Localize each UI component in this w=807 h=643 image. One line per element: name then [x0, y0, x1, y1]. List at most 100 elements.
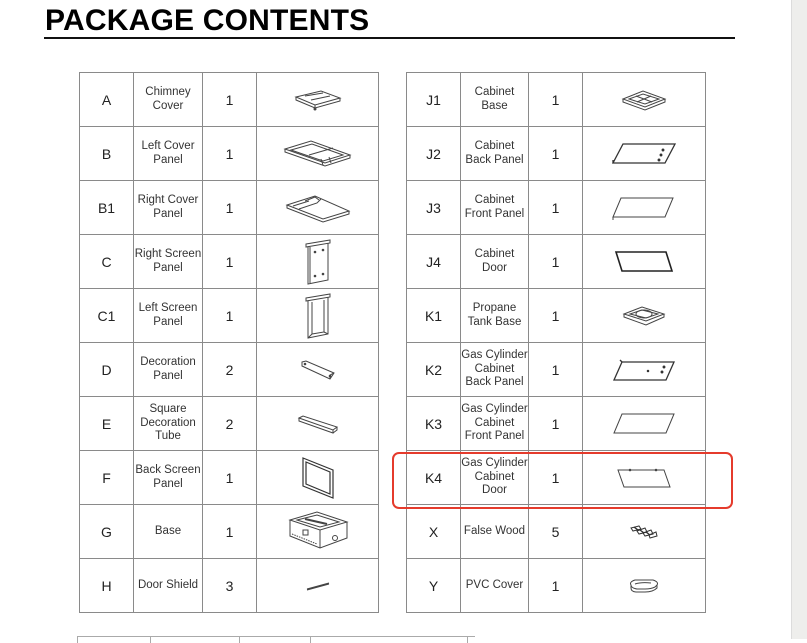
- table-row: B Left Cover Panel 1: [79, 126, 379, 181]
- table-row: K3 Gas Cylinder Cabinet Front Panel 1: [406, 396, 706, 451]
- part-quantity: 2: [202, 342, 257, 397]
- part-quantity: 1: [528, 450, 583, 505]
- table-row: D Decoration Panel 2: [79, 342, 379, 397]
- table-row: J3 Cabinet Front Panel 1: [406, 180, 706, 235]
- base-drawing-icon: [287, 510, 349, 549]
- part-name: Right Screen Panel: [133, 234, 203, 289]
- table-row: B1 Right Cover Panel 1: [79, 180, 379, 235]
- part-quantity: 1: [528, 234, 583, 289]
- part-code: C: [79, 234, 134, 289]
- part-quantity: 1: [202, 234, 257, 289]
- table-row: G Base 1: [79, 504, 379, 559]
- part-name: Gas Cylinder Cabinet Back Panel: [460, 342, 529, 397]
- next-table-top-edge: [77, 636, 475, 643]
- table-row: C Right Screen Panel 1: [79, 234, 379, 289]
- table-row: Y PVC Cover 1: [406, 558, 706, 613]
- chimney-cover-drawing-icon: [293, 89, 342, 110]
- cabinet-door-drawing-icon: [614, 250, 674, 272]
- cabinet-back-panel-drawing-icon: [611, 142, 677, 164]
- part-quantity: 1: [202, 180, 257, 235]
- gas-cylinder-cabinet-door-drawing-icon: [617, 468, 671, 487]
- part-quantity: 5: [528, 504, 583, 559]
- part-name: Cabinet Front Panel: [460, 180, 529, 235]
- title-underline: [44, 37, 735, 39]
- pvc-cover-drawing-icon: [630, 579, 658, 592]
- table-row: A Chimney Cover 1: [79, 72, 379, 127]
- part-name: Base: [133, 504, 203, 559]
- back-screen-panel-drawing-icon: [301, 456, 334, 499]
- cabinet-front-panel-drawing-icon: [612, 197, 674, 220]
- table-row: J1 Cabinet Base 1: [406, 72, 706, 127]
- part-name: Gas Cylinder Cabinet Front Panel: [460, 396, 529, 451]
- part-code: E: [79, 396, 134, 451]
- part-code: D: [79, 342, 134, 397]
- part-quantity: 1: [528, 342, 583, 397]
- table-row: K2 Gas Cylinder Cabinet Back Panel 1: [406, 342, 706, 397]
- part-name: Propane Tank Base: [460, 288, 529, 343]
- part-quantity: 1: [202, 450, 257, 505]
- part-name: Left Cover Panel: [133, 126, 203, 181]
- part-name: Left Screen Panel: [133, 288, 203, 343]
- part-name: Back Screen Panel: [133, 450, 203, 505]
- square-decoration-tube-drawing-icon: [297, 414, 338, 434]
- part-quantity: 1: [202, 288, 257, 343]
- part-code: C1: [79, 288, 134, 343]
- part-quantity: 1: [202, 126, 257, 181]
- part-code: K3: [406, 396, 461, 451]
- part-code: K4: [406, 450, 461, 505]
- part-quantity: 1: [528, 288, 583, 343]
- part-code: J1: [406, 72, 461, 127]
- table-row: H Door Shield 3: [79, 558, 379, 613]
- part-quantity: 1: [528, 72, 583, 127]
- part-code: G: [79, 504, 134, 559]
- table-row: F Back Screen Panel 1: [79, 450, 379, 505]
- part-code: J3: [406, 180, 461, 235]
- propane-tank-base-drawing-icon: [622, 305, 666, 326]
- part-quantity: 3: [202, 558, 257, 613]
- table-row-highlighted: K4 Gas Cylinder Cabinet Door 1: [406, 450, 706, 505]
- right-screen-panel-drawing-icon: [305, 238, 330, 285]
- gas-cylinder-cabinet-back-panel-drawing-icon: [612, 359, 676, 381]
- part-quantity: 1: [202, 504, 257, 559]
- part-code: B1: [79, 180, 134, 235]
- part-quantity: 2: [202, 396, 257, 451]
- part-name: Cabinet Door: [460, 234, 529, 289]
- false-wood-drawing-icon: [630, 524, 658, 539]
- table-row: C1 Left Screen Panel 1: [79, 288, 379, 343]
- part-name: Cabinet Back Panel: [460, 126, 529, 181]
- part-code: H: [79, 558, 134, 613]
- part-quantity: 1: [528, 396, 583, 451]
- right-cover-panel-drawing-icon: [285, 194, 350, 223]
- part-code: X: [406, 504, 461, 559]
- page-title: PACKAGE CONTENTS: [45, 4, 370, 37]
- part-name: Square Decoration Tube: [133, 396, 203, 451]
- table-row: J2 Cabinet Back Panel 1: [406, 126, 706, 181]
- part-name: Chimney Cover: [133, 72, 203, 127]
- part-code: J4: [406, 234, 461, 289]
- part-quantity: 1: [202, 72, 257, 127]
- cabinet-base-drawing-icon: [621, 89, 667, 111]
- vertical-scrollbar[interactable]: [791, 0, 807, 639]
- part-code: J2: [406, 126, 461, 181]
- part-code: B: [79, 126, 134, 181]
- part-code: A: [79, 72, 134, 127]
- part-code: K1: [406, 288, 461, 343]
- parts-table-right: J1 Cabinet Base 1 J2 Cabinet Back Panel …: [406, 72, 706, 613]
- part-name: Right Cover Panel: [133, 180, 203, 235]
- part-code: F: [79, 450, 134, 505]
- table-row: E Square Decoration Tube 2: [79, 396, 379, 451]
- parts-table-left: A Chimney Cover 1 B Left Cover Panel 1 B…: [79, 72, 379, 613]
- part-code: K2: [406, 342, 461, 397]
- left-cover-panel-drawing-icon: [282, 139, 352, 167]
- table-row: X False Wood 5: [406, 504, 706, 559]
- decoration-panel-drawing-icon: [301, 359, 335, 380]
- part-name: Cabinet Base: [460, 72, 529, 127]
- left-screen-panel-drawing-icon: [305, 292, 330, 339]
- part-quantity: 1: [528, 126, 583, 181]
- part-quantity: 1: [528, 558, 583, 613]
- part-name: Gas Cylinder Cabinet Door: [460, 450, 529, 505]
- part-code: Y: [406, 558, 461, 613]
- part-name: Door Shield: [133, 558, 203, 613]
- table-row: K1 Propane Tank Base 1: [406, 288, 706, 343]
- part-name: Decoration Panel: [133, 342, 203, 397]
